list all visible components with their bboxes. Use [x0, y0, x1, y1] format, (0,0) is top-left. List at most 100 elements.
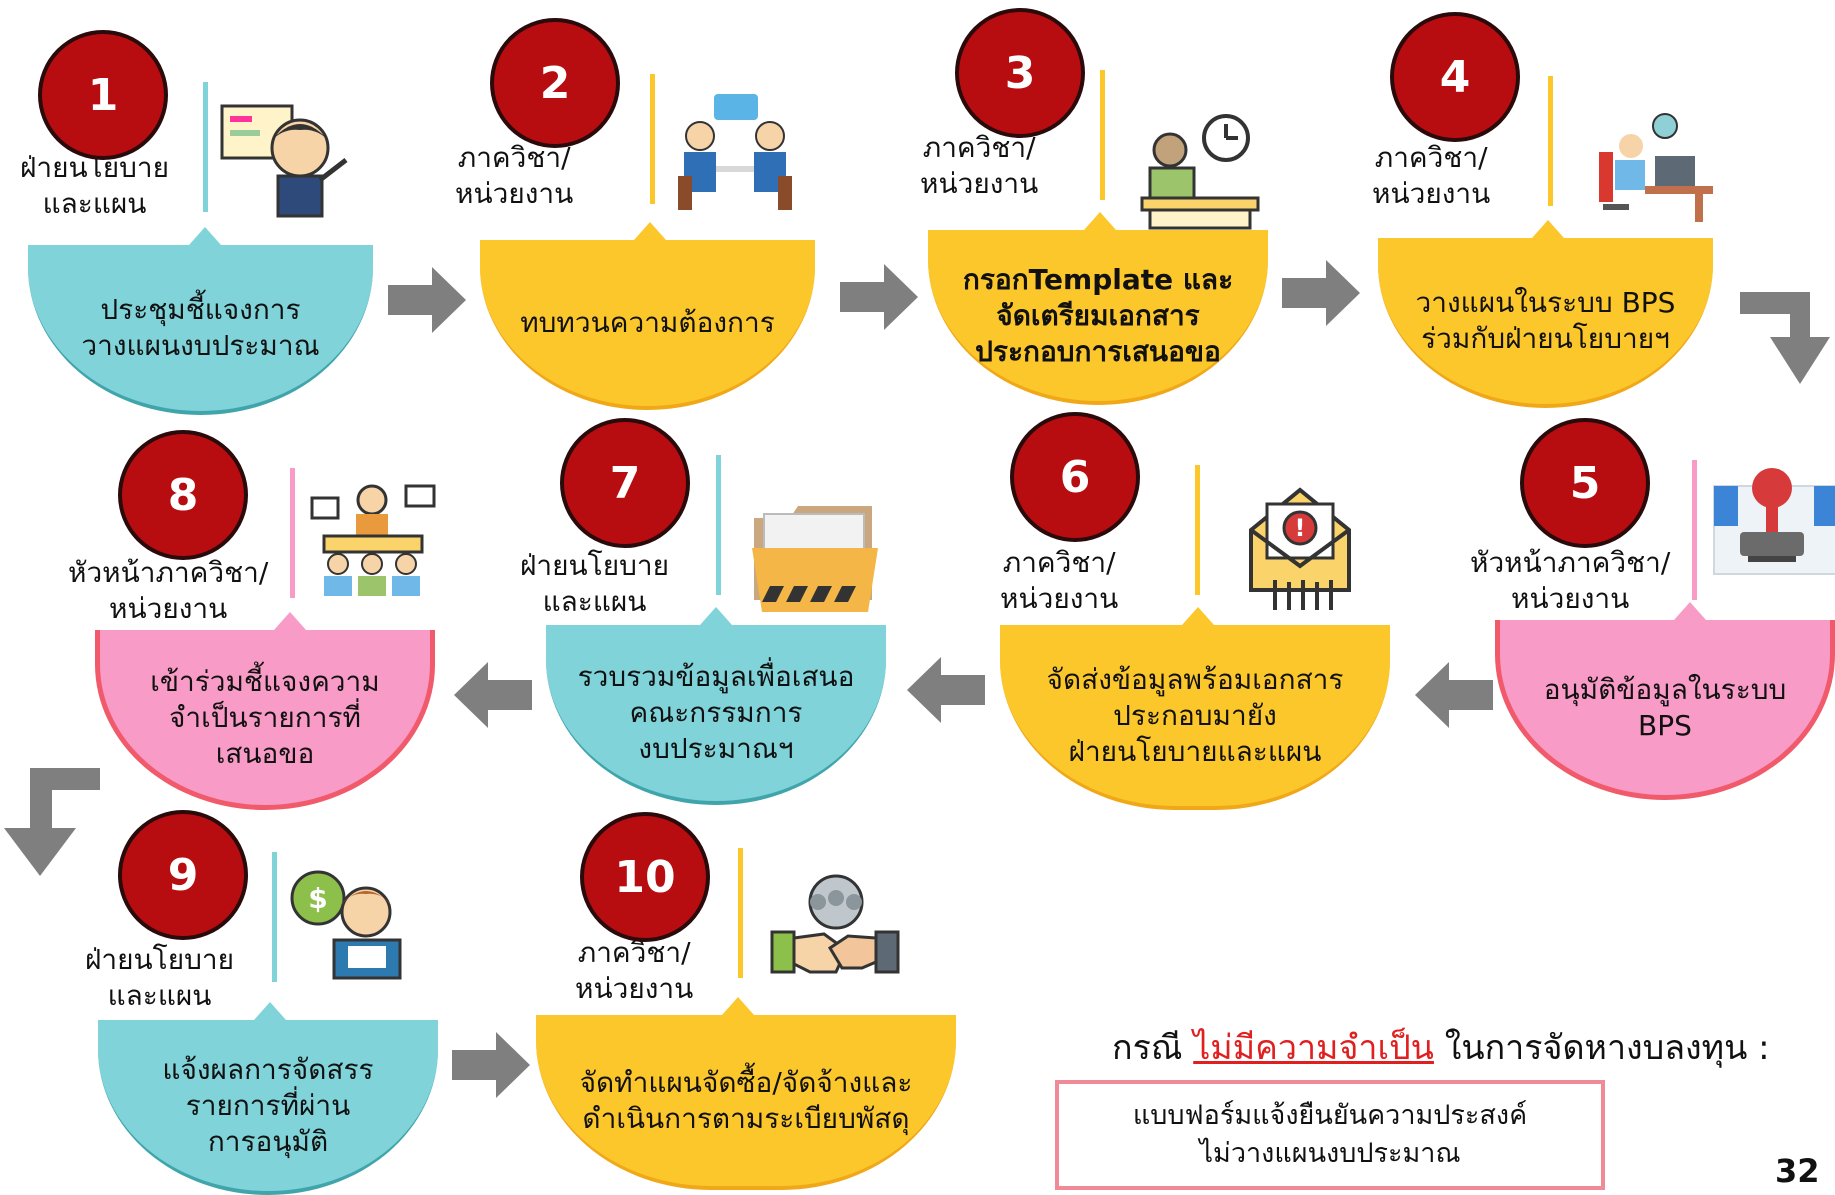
step-1-divider [203, 82, 208, 212]
note-suffix: ในการจัดหางบลงทุน : [1433, 1028, 1770, 1068]
step-3-task-line: ประกอบการเสนอขอ [975, 334, 1221, 368]
step-9-task-line: การอนุมัติ [207, 1124, 329, 1158]
step-2-task: ทบทวนความต้องการ [480, 240, 815, 410]
step-9-task-line: รายการที่ผ่าน [185, 1088, 351, 1122]
step-8-task-line: เข้าร่วมชี้แจงความ [150, 664, 380, 698]
step-9-task: แจ้งผลการจัดสรรรายการที่ผ่านการอนุมัติ [98, 1020, 438, 1195]
step-4-task-line: วางแผนในระบบ BPS [1415, 286, 1676, 319]
step-4-responsible-line: หน่วยงาน [1372, 177, 1491, 210]
step-6-task-line: ฝ่ายนโยบายและแผน [1068, 734, 1322, 768]
step-5-responsible-line: หัวหน้าภาควิชา/ [1470, 546, 1671, 579]
step-3-responsible: ภาควิชา/หน่วยงาน [920, 130, 1038, 202]
step-4-responsible: ภาควิชา/หน่วยงาน [1372, 140, 1490, 212]
step-8-task: เข้าร่วมชี้แจงความจำเป็นรายการที่เสนอขอ [95, 630, 435, 810]
folder-icon [750, 500, 880, 619]
flow-arrow-icon [1413, 660, 1493, 734]
step-7-responsible-line: ฝ่ายนโยบาย [520, 549, 670, 582]
office-worker-clock-icon [1140, 110, 1260, 234]
step-2-responsible: ภาควิชา/หน่วยงาน [455, 140, 573, 212]
step-2-task-line: ทบทวนความต้องการ [520, 306, 775, 339]
money-bag-person-icon: $ [290, 862, 410, 986]
no-need-note: กรณี ไม่มีความจำเป็น ในการจัดหางบลงทุน : [1112, 1020, 1770, 1074]
step-8-responsible-line: หน่วยงาน [109, 592, 228, 625]
flow-arrow-icon [1740, 292, 1835, 391]
step-2-number: 2 [490, 18, 620, 148]
step-8-pointer [274, 612, 306, 630]
step-7-task-line: รวบรวมข้อมูลเพื่อเสนอ [577, 660, 855, 693]
svg-text:!: ! [1295, 514, 1306, 542]
step-7-number: 7 [560, 418, 690, 548]
step-1-pointer [189, 227, 221, 245]
step-7-pointer [700, 607, 732, 625]
step-4-pointer [1532, 220, 1564, 238]
step-5-responsible-line: หน่วยงาน [1511, 582, 1630, 615]
computer-user-icon [1595, 112, 1715, 226]
stamp-icon [1710, 462, 1835, 581]
step-7-task-line: งบประมาณฯ [638, 732, 794, 765]
flow-arrow-icon [0, 768, 100, 882]
step-4-task-line: ร่วมกับฝ่ายนโยบายฯ [1421, 322, 1670, 355]
step-3-task-line: กรอกTemplate และ [962, 262, 1234, 296]
step-10-divider [738, 848, 743, 978]
step-3-task-line: จัดเตรียมเอกสาร [996, 298, 1200, 332]
form-link-box[interactable]: แบบฟอร์มแจ้งยืนยันความประสงค์ ไม่วางแผนง… [1055, 1080, 1605, 1190]
alert-envelope-icon: ! [1245, 482, 1355, 616]
step-10-responsible: ภาควิชา/หน่วยงาน [575, 935, 693, 1007]
flow-arrow-icon [452, 660, 532, 734]
step-10-number: 10 [580, 812, 710, 942]
step-3-task: กรอกTemplate และจัดเตรียมเอกสารประกอบการ… [928, 230, 1268, 405]
step-3-responsible-line: หน่วยงาน [920, 167, 1039, 200]
note-prefix: กรณี [1112, 1028, 1194, 1068]
step-4-divider [1548, 76, 1553, 206]
step-5-responsible: หัวหน้าภาควิชา/หน่วยงาน [1470, 545, 1670, 617]
step-3-divider [1100, 70, 1105, 200]
step-9-responsible: ฝ่ายนโยบายและแผน [85, 942, 234, 1014]
step-6-task-line: จัดส่งข้อมูลพร้อมเอกสาร [1046, 662, 1344, 696]
flow-arrow-icon [388, 265, 468, 339]
step-9-responsible-line: และแผน [107, 979, 212, 1012]
step-8-task-line: เสนอขอ [215, 736, 315, 770]
step-8-responsible-line: หัวหน้าภาควิชา/ [68, 556, 269, 589]
step-6-divider [1195, 465, 1200, 595]
step-10-responsible-line: ภาควิชา/ [577, 936, 691, 969]
step-7-task: รวบรวมข้อมูลเพื่อเสนอคณะกรรมการงบประมาณฯ [546, 625, 886, 805]
step-6-responsible-line: ภาควิชา/ [1002, 546, 1116, 579]
step-9-divider [272, 852, 277, 982]
step-1-responsible-line: และแผน [42, 187, 147, 220]
step-1-task-line: วางแผนงบประมาณ [81, 329, 320, 362]
step-5-divider [1692, 460, 1697, 600]
step-10-pointer [722, 997, 754, 1015]
step-3-pointer [1084, 212, 1116, 230]
step-1-task-line: ประชุมชี้แจงการ [100, 293, 301, 326]
step-5-number: 5 [1520, 418, 1650, 548]
form-box-line-2: ไม่วางแผนงบประมาณ [1199, 1138, 1461, 1169]
step-1-number: 1 [38, 30, 168, 160]
step-6-responsible-line: หน่วยงาน [1000, 582, 1119, 615]
meeting-icon [670, 92, 800, 216]
flow-arrow-icon [1282, 258, 1362, 332]
handshake-icon [770, 872, 900, 996]
step-7-responsible: ฝ่ายนโยบายและแผน [520, 548, 669, 620]
step-2-pointer [634, 222, 666, 240]
step-4-responsible-line: ภาควิชา/ [1374, 141, 1488, 174]
flow-arrow-icon [840, 262, 920, 336]
step-9-responsible-line: ฝ่ายนโยบาย [85, 943, 235, 976]
step-8-responsible: หัวหน้าภาควิชา/หน่วยงาน [68, 555, 268, 627]
step-6-responsible: ภาควิชา/หน่วยงาน [1000, 545, 1118, 617]
step-9-pointer [254, 1002, 286, 1020]
step-1-responsible: ฝ่ายนโยบายและแผน [20, 150, 169, 222]
step-1-task: ประชุมชี้แจงการวางแผนงบประมาณ [28, 245, 373, 415]
step-7-task-line: คณะกรรมการ [629, 696, 803, 729]
step-6-pointer [1182, 607, 1214, 625]
note-highlight: ไม่มีความจำเป็น [1193, 1028, 1434, 1068]
presentation-audience-icon [308, 478, 438, 602]
flow-arrow-icon [452, 1030, 532, 1104]
presenter-icon [220, 100, 350, 224]
step-5-task-line: BPS [1638, 708, 1692, 742]
step-2-divider [650, 74, 655, 204]
step-9-number: 9 [118, 810, 248, 940]
step-5-task-line: อนุมัติข้อมูลในระบบ [1543, 672, 1787, 706]
step-3-number: 3 [955, 8, 1085, 138]
step-7-responsible-line: และแผน [542, 585, 647, 618]
